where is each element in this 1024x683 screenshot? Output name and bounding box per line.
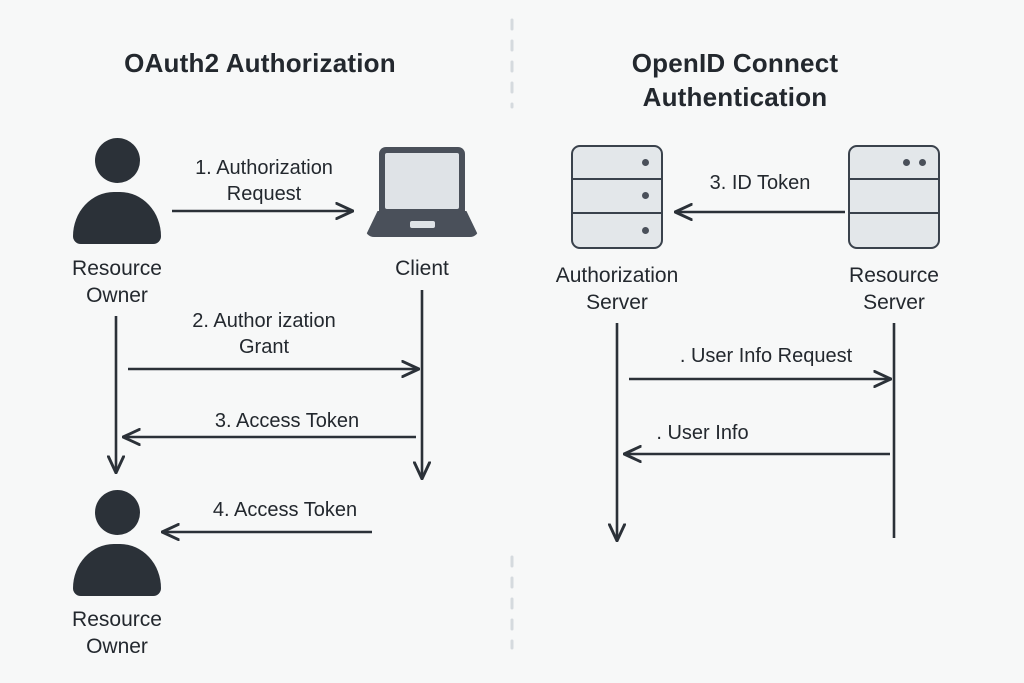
node-label-resource-server: Resource Server (849, 264, 939, 315)
panel-title-openid-connect: OpenID Connect Authentication (631, 48, 839, 113)
node-label-resource-owner-top: Resource Owner (72, 257, 162, 308)
edge-label-id-token: 3. ID Token (709, 172, 811, 194)
node-label-client: Client (395, 257, 449, 280)
person-head (95, 490, 140, 535)
person-icon-resource-owner-bottom (73, 490, 161, 600)
server-tier (850, 147, 938, 181)
person-body (73, 544, 161, 596)
server-icon-resource-server (848, 145, 940, 249)
node-label-authorization-server: Authorization Server (555, 264, 679, 315)
edge-label-access-token-client: 3. Access Token (214, 410, 360, 432)
server-status-dot (642, 159, 649, 167)
laptop-icon-client (365, 147, 479, 239)
server-tier (850, 180, 938, 214)
server-tier (573, 214, 661, 247)
server-tier (573, 147, 661, 181)
server-tier (850, 214, 938, 247)
server-status-dot (903, 159, 910, 167)
edge-label-user-info-request: . User Info Request (679, 345, 853, 367)
laptop-screen (385, 153, 459, 209)
server-status-dot (919, 159, 926, 167)
panel-title-oauth2: OAuth2 Authorization (124, 48, 396, 78)
laptop-trackpad (410, 221, 435, 228)
server-status-dot (642, 192, 649, 200)
server-icon-authorization-server (571, 145, 663, 249)
edge-label-authorization-request: 1. Authorization Request (195, 157, 333, 205)
person-icon-resource-owner-top (73, 138, 161, 248)
edge-label-authorization-grant: 2. Author ization Grant (192, 310, 336, 358)
edge-label-user-info: . User Info (656, 422, 749, 444)
node-label-resource-owner-bottom: Resource Owner (72, 608, 162, 659)
person-head (95, 138, 140, 183)
edge-label-access-token-owner: 4. Access Token (212, 499, 358, 521)
laptop-lid (379, 147, 465, 213)
person-body (73, 192, 161, 244)
server-tier (573, 180, 661, 214)
server-status-dot (642, 226, 649, 234)
